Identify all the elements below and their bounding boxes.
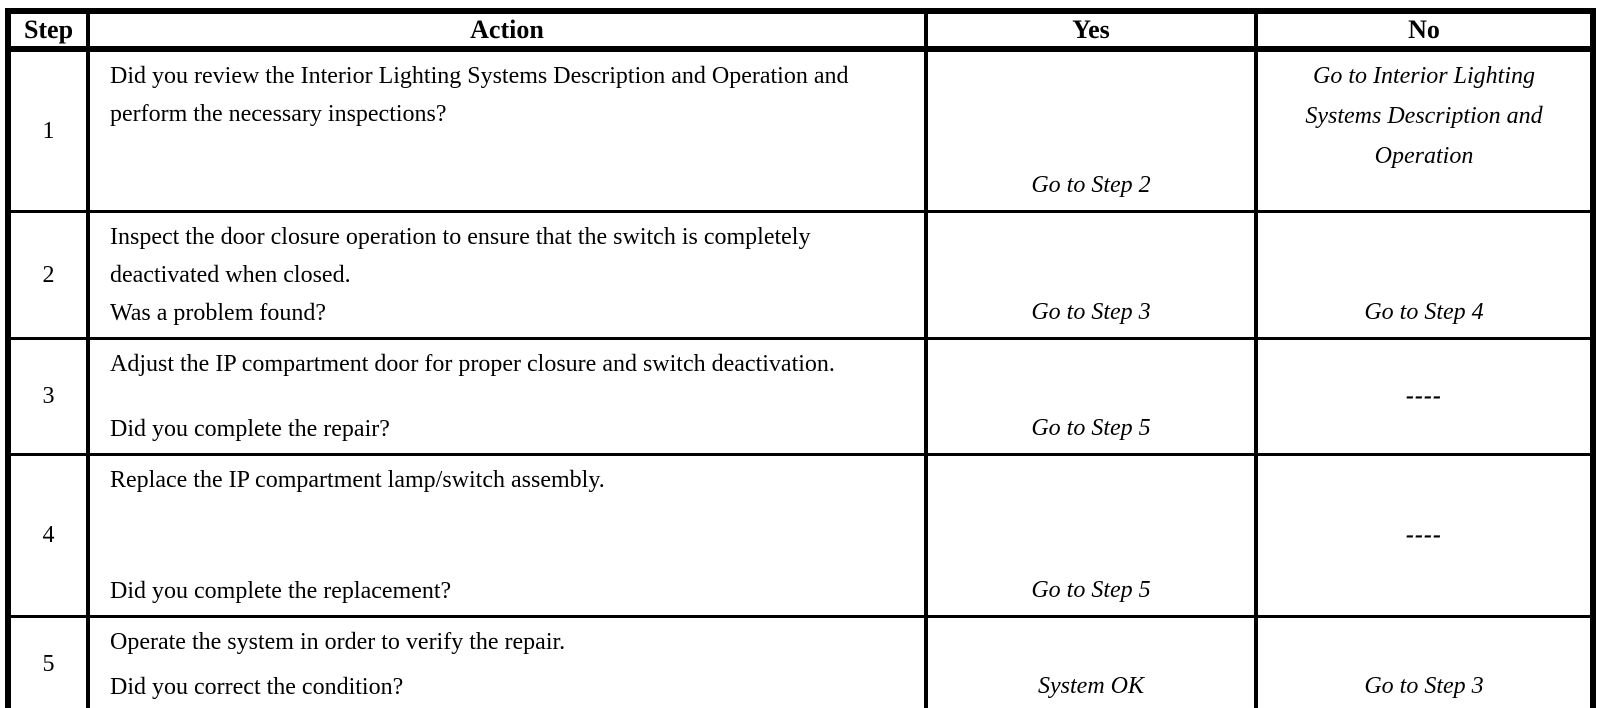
yes-cell: System OK [924,615,1258,708]
action-question: Was a problem found? [110,300,326,326]
action-statement: Adjust the IP compartment door for prope… [110,351,835,377]
column-header-action: Action [86,9,928,52]
action-statement: Operate the system in order to verify th… [110,629,566,655]
action-cell: Did you review the Interior Lighting Sys… [86,47,928,213]
no-cell: Go to Step 3 [1254,615,1595,708]
table-row-step-4: 4 Replace the IP compartment lamp/switch… [6,453,1595,618]
action-question: Did you complete the replacement? [110,578,452,604]
no-cell: Go to Interior Lighting Systems Descript… [1254,47,1595,213]
column-header-step: Step [6,9,90,52]
yes-cell: Go to Step 2 [924,47,1258,213]
action-statement: Did you review the Interior Lighting Sys… [110,63,849,127]
yes-cell: Go to Step 3 [924,210,1258,340]
action-question: Did you correct the condition? [110,674,404,700]
table-row-step-5: 5 Operate the system in order to verify … [6,615,1595,708]
no-cell-text: Go to Interior Lighting Systems Descript… [1305,63,1543,169]
action-question: Did you complete the repair? [110,416,390,442]
yes-cell: Go to Step 5 [924,453,1258,618]
table-row-step-3: 3 Adjust the IP compartment door for pro… [6,337,1595,456]
step-number: 1 [6,47,90,213]
action-cell: Adjust the IP compartment door for prope… [86,337,928,456]
no-cell: ---- [1254,453,1595,618]
column-header-yes: Yes [924,9,1258,52]
yes-cell: Go to Step 5 [924,337,1258,456]
no-cell: ---- [1254,337,1595,456]
step-number: 4 [6,453,90,618]
table-row-step-1: 1 Did you review the Interior Lighting S… [6,47,1595,213]
table-row-step-2: 2 Inspect the door closure operation to … [6,210,1595,340]
diagnostic-steps-table: Step Action Yes No 1 Did you review the … [5,8,1596,708]
action-cell: Replace the IP compartment lamp/switch a… [86,453,928,618]
action-statement: Replace the IP compartment lamp/switch a… [110,467,605,493]
column-header-no: No [1254,9,1595,52]
action-cell: Operate the system in order to verify th… [86,615,928,708]
action-cell: Inspect the door closure operation to en… [86,210,928,340]
step-number: 5 [6,615,90,708]
header-row: Step Action Yes No [6,9,1595,52]
no-cell: Go to Step 4 [1254,210,1595,340]
action-statement: Inspect the door closure operation to en… [110,224,811,288]
step-number: 2 [6,210,90,340]
step-number: 3 [6,337,90,456]
